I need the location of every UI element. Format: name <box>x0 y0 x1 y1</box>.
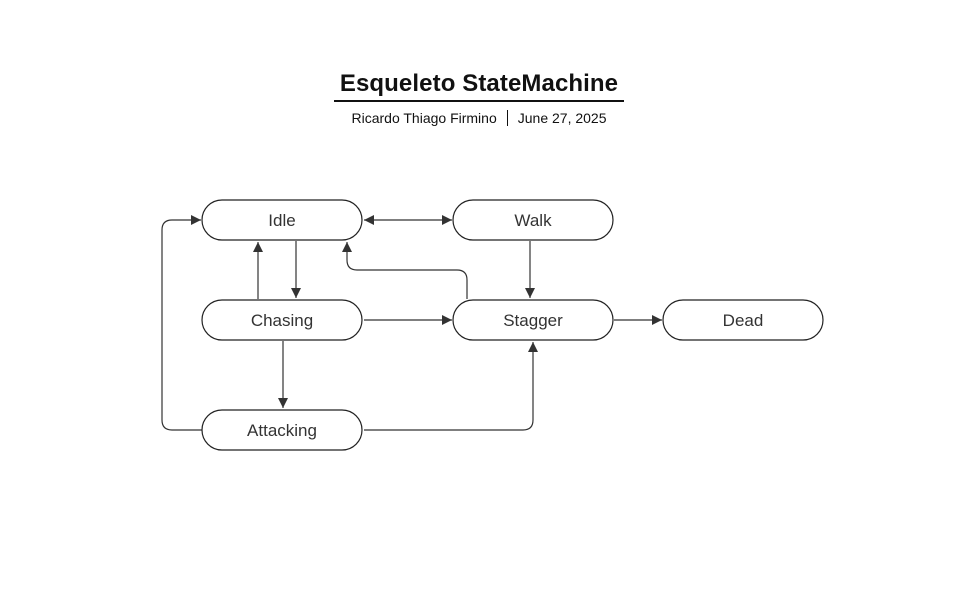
state-dead-label: Dead <box>723 311 764 330</box>
author-name: Ricardo Thiago Firmino <box>351 110 497 126</box>
state-walk: Walk <box>452 199 614 241</box>
state-attacking-label: Attacking <box>247 421 317 440</box>
state-chasing-label: Chasing <box>251 311 313 330</box>
meta-separator <box>506 110 508 126</box>
state-walk-label: Walk <box>514 211 552 230</box>
diagram-title: Esqueleto StateMachine <box>333 70 625 102</box>
diagram-date: June 27, 2025 <box>517 110 607 126</box>
edge-stagger-idle <box>342 242 468 299</box>
edge-attacking-idle <box>161 215 202 431</box>
state-idle: Idle <box>201 199 363 241</box>
state-stagger-label: Stagger <box>503 311 563 330</box>
edge-attacking-stagger <box>364 342 538 431</box>
state-chasing: Chasing <box>201 299 363 341</box>
diagram-header: Esqueleto StateMachine Ricardo Thiago Fi… <box>0 70 958 126</box>
state-dead: Dead <box>662 299 824 341</box>
state-attacking: Attacking <box>201 409 363 451</box>
diagram-meta: Ricardo Thiago Firmino June 27, 2025 <box>0 110 958 126</box>
state-idle-label: Idle <box>268 211 295 230</box>
edges <box>161 215 662 431</box>
state-stagger: Stagger <box>452 299 614 341</box>
